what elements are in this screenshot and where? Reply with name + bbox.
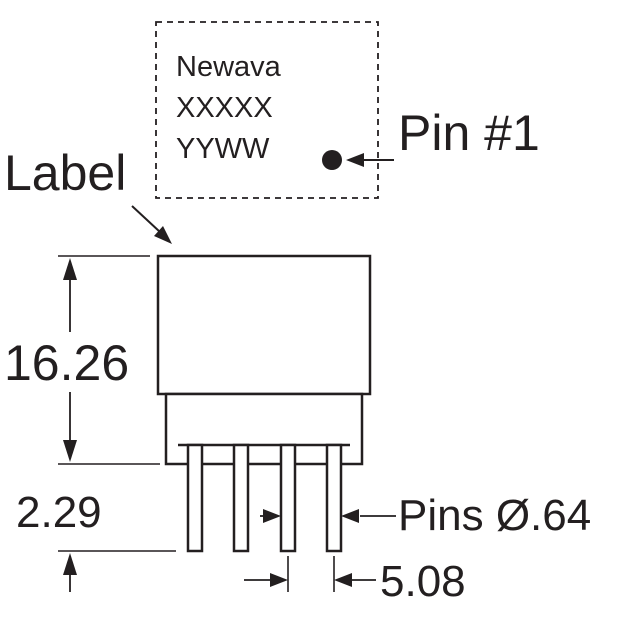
component-body	[156, 254, 372, 396]
pin-1	[186, 443, 204, 553]
label-line-date-code: YYWW	[176, 133, 270, 165]
label-callout: Label	[4, 145, 126, 201]
pin-diameter-arrowhead-right	[341, 509, 359, 523]
pin-4	[325, 443, 343, 553]
standoff-dimension-value: 2.29	[16, 488, 102, 537]
pin1-leader-arrowhead	[346, 153, 364, 167]
label-leader-line	[131, 205, 161, 233]
label-line-part-code: XXXXX	[176, 92, 273, 124]
label-line-manufacturer: Newava	[176, 51, 282, 83]
pitch-arrowhead-left	[270, 573, 288, 587]
height-arrowhead-bottom	[63, 440, 77, 462]
pin1-callout: Pin #1	[398, 105, 540, 161]
label-outline-dashed	[155, 21, 379, 199]
pin-3	[279, 443, 297, 553]
pitch-dimension-value: 5.08	[380, 557, 466, 606]
pin1-indicator-dot	[322, 150, 342, 170]
pin-2	[232, 443, 250, 553]
height-arrowhead-top	[63, 258, 77, 280]
pitch-arrowhead-right	[334, 573, 352, 587]
label-leader-arrowhead	[154, 226, 172, 244]
pin-diameter-callout: Pins Ø.64	[398, 491, 591, 540]
pin-diameter-arrowhead-left	[263, 509, 281, 523]
height-dimension-value: 16.26	[4, 335, 129, 391]
standoff-arrowhead	[63, 553, 77, 575]
